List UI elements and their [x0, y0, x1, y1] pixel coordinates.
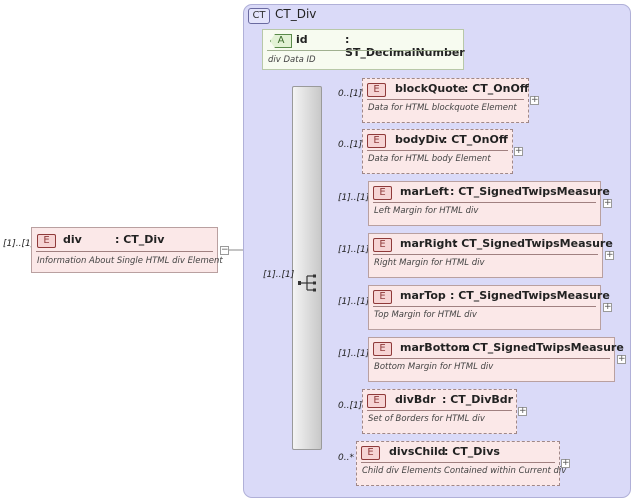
cardinality-divbdr: 0..[1]	[338, 401, 363, 411]
element-description: Set of Borders for HTML div	[368, 414, 485, 424]
expand-toggle[interactable]: +	[514, 146, 523, 156]
separator	[373, 306, 596, 307]
element-badge: E	[373, 290, 392, 304]
separator	[373, 202, 596, 203]
cardinality-divschild: 0..*	[338, 453, 354, 463]
separator	[361, 462, 555, 463]
separator	[373, 254, 598, 255]
element-name: bodyDiv	[395, 133, 446, 146]
cardinality-marright: [1]..[1]	[338, 245, 370, 255]
element-badge: E	[373, 342, 392, 356]
collapse-toggle[interactable]: −	[220, 245, 229, 255]
element-type: : CT_DivBdr	[442, 393, 514, 406]
attribute-name: id	[296, 33, 308, 46]
element-martop[interactable]: E marTop : CT_SignedTwipsMeasure Top Mar…	[368, 285, 610, 330]
element-description: Data for HTML body Element	[368, 154, 491, 164]
element-type: : CT_SignedTwipsMeasure	[464, 341, 624, 354]
attribute-description: div Data ID	[268, 55, 316, 65]
root-cardinality: [1]..[1]	[3, 239, 35, 249]
expand-toggle[interactable]: +	[518, 406, 527, 416]
expand-toggle[interactable]: +	[530, 95, 539, 105]
separator	[367, 99, 524, 100]
element-divschild[interactable]: E divsChild : CT_Divs Child div Elements…	[356, 441, 566, 486]
separator	[267, 50, 459, 51]
element-badge: E	[373, 186, 392, 200]
element-badge: E	[367, 134, 386, 148]
separator	[367, 150, 508, 151]
expand-toggle[interactable]: +	[603, 198, 612, 208]
element-badge: E	[37, 234, 56, 248]
element-name: marLeft	[400, 185, 449, 198]
element-name: divBdr	[395, 393, 436, 406]
complex-type-name: CT_Div	[275, 7, 317, 21]
element-description: Left Margin for HTML div	[374, 206, 479, 216]
element-name: marRight	[400, 237, 458, 250]
element-name: marTop	[400, 289, 446, 302]
complex-type-badge: CT	[248, 8, 270, 24]
attribute-type: : ST_DecimalNumber	[345, 33, 465, 59]
element-badge: E	[367, 83, 386, 97]
element-description: Bottom Margin for HTML div	[374, 362, 494, 372]
attribute-id[interactable]: A id : ST_DecimalNumber div Data ID	[262, 29, 465, 70]
element-name: div	[63, 233, 82, 246]
element-name: marBottom	[400, 341, 470, 354]
element-name: divsChild	[389, 445, 446, 458]
sequence-compositor[interactable]	[292, 86, 322, 450]
expand-toggle[interactable]: +	[617, 354, 626, 364]
element-type: : CT_SignedTwipsMeasure	[450, 185, 610, 198]
separator	[367, 410, 512, 411]
element-type: : CT_OnOff	[443, 133, 508, 146]
element-name: blockQuote	[395, 82, 466, 95]
element-badge: E	[361, 446, 380, 460]
element-marleft[interactable]: E marLeft : CT_SignedTwipsMeasure Left M…	[368, 181, 610, 226]
element-marright[interactable]: E marRight : CT_SignedTwipsMeasure Right…	[368, 233, 613, 278]
element-description: Data for HTML blockquote Element	[368, 103, 517, 113]
element-blockquote[interactable]: E blockQuote : CT_OnOff Data for HTML bl…	[362, 78, 529, 123]
element-description: Child div Elements Contained within Curr…	[362, 466, 567, 476]
expand-toggle[interactable]: +	[605, 250, 614, 260]
sequence-icon	[298, 274, 316, 292]
sequence-cardinality: [1]..[1]	[263, 270, 295, 280]
expand-toggle[interactable]: +	[561, 458, 570, 468]
attribute-badge: A	[270, 34, 292, 48]
cardinality-martop: [1]..[1]	[338, 297, 370, 307]
element-badge: E	[373, 238, 392, 252]
element-description: Top Margin for HTML div	[374, 310, 477, 320]
separator	[36, 251, 213, 252]
element-description: Information About Single HTML div Elemen…	[37, 256, 223, 266]
cardinality-marbottom: [1]..[1]	[338, 349, 370, 359]
element-type: : CT_Div	[115, 233, 165, 246]
element-divbdr[interactable]: E divBdr : CT_DivBdr Set of Borders for …	[362, 389, 517, 434]
element-bodydiv[interactable]: E bodyDiv : CT_OnOff Data for HTML body …	[362, 129, 513, 174]
root-element-div[interactable]: E div : CT_Div Information About Single …	[31, 227, 223, 273]
element-type: : CT_SignedTwipsMeasure	[453, 237, 613, 250]
expand-toggle[interactable]: +	[603, 302, 612, 312]
element-description: Right Margin for HTML div	[374, 258, 485, 268]
element-badge: E	[367, 394, 386, 408]
element-type: : CT_Divs	[444, 445, 500, 458]
element-type: : CT_OnOff	[464, 82, 529, 95]
cardinality-blockquote: 0..[1]	[338, 89, 363, 99]
cardinality-marleft: [1]..[1]	[338, 193, 370, 203]
element-marbottom[interactable]: E marBottom : CT_SignedTwipsMeasure Bott…	[368, 337, 624, 382]
separator	[373, 358, 610, 359]
cardinality-bodydiv: 0..[1]	[338, 140, 363, 150]
element-type: : CT_SignedTwipsMeasure	[450, 289, 610, 302]
